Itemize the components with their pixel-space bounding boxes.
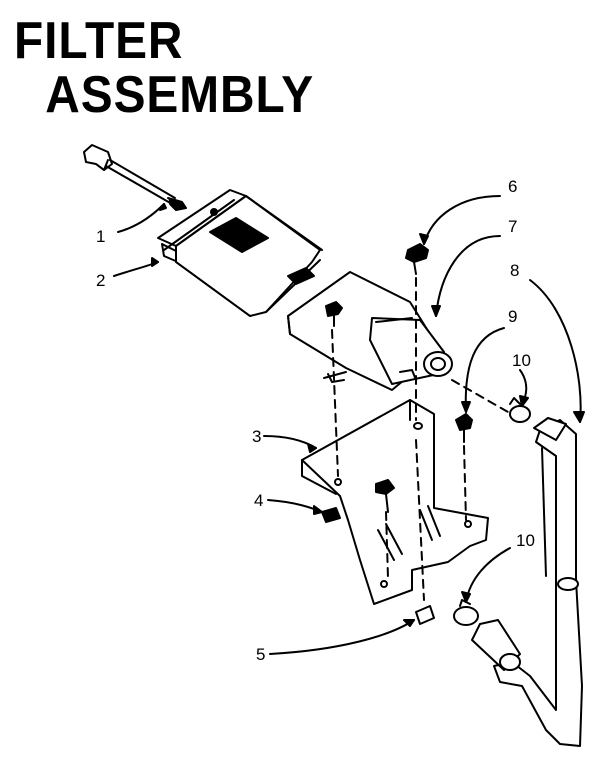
part-clamp-lower <box>453 599 479 626</box>
part-housing <box>287 271 453 391</box>
callout-5: 5 <box>256 645 265 664</box>
part-hose <box>471 417 583 747</box>
callout-10-lower: 10 <box>516 531 535 550</box>
part-bracket <box>301 399 489 605</box>
part-screw-center <box>375 479 395 513</box>
callout-2: 2 <box>96 271 105 290</box>
callout-1: 1 <box>96 227 105 246</box>
callout-3: 3 <box>252 427 261 446</box>
callout-8: 8 <box>510 261 519 280</box>
part-clip-4 <box>321 507 341 523</box>
part-clamp-upper <box>509 397 531 423</box>
callout-7: 7 <box>508 217 517 236</box>
diagram-title: FILTER ASSEMBLY <box>14 14 314 122</box>
callout-4: 4 <box>254 491 263 510</box>
callout-leaders <box>113 195 585 655</box>
part-filter <box>157 189 323 317</box>
part-screw-9 <box>455 413 473 443</box>
part-clip-5 <box>415 605 435 625</box>
title-line-1: FILTER <box>14 12 184 70</box>
callout-10-upper: 10 <box>512 351 531 370</box>
part-screw-6 <box>405 243 429 275</box>
callout-labels: 1 2 3 4 5 6 7 8 9 10 10 <box>96 177 535 664</box>
callout-6: 6 <box>508 177 517 196</box>
title-line-2: ASSEMBLY <box>45 66 315 124</box>
part-rod <box>83 144 187 211</box>
callout-9: 9 <box>508 307 517 326</box>
part-screw-left <box>325 301 343 327</box>
assembly-lines <box>331 277 509 601</box>
